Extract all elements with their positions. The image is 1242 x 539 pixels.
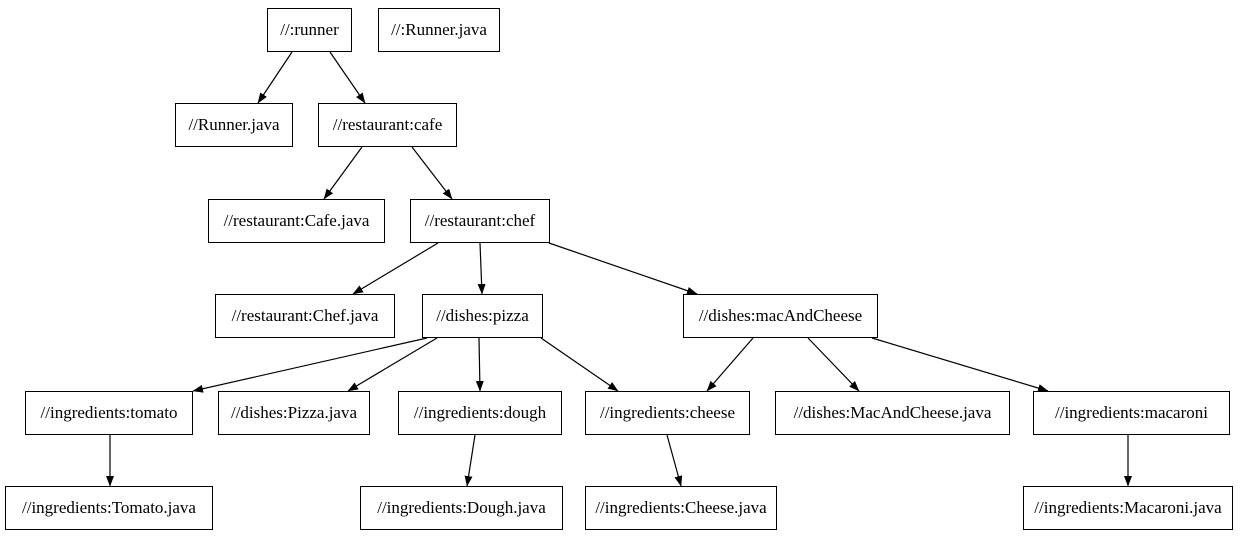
edge-dough-to-dough-java — [464, 434, 476, 487]
node-pizza-java: //dishes:Pizza.java — [218, 391, 370, 435]
node-macaroni-java: //ingredients:Macaroni.java — [1023, 486, 1233, 530]
node-runner-java: //Runner.java — [175, 103, 293, 147]
edge-pizza-to-dough — [475, 337, 484, 392]
node-cheese-java: //ingredients:Cheese.java — [585, 486, 777, 530]
node-runner-java-root: //:Runner.java — [378, 8, 500, 52]
edge-runner-to-cafe — [329, 51, 366, 104]
edge-pizza-to-cheese — [540, 337, 619, 392]
node-chef-java: //restaurant:Chef.java — [215, 294, 395, 338]
node-dough: //ingredients:dough — [398, 391, 562, 435]
node-dough-java: //ingredients:Dough.java — [360, 486, 563, 530]
node-macaroni: //ingredients:macaroni — [1033, 391, 1230, 435]
edge-cafe-to-cafe-java — [323, 146, 363, 200]
edge-runner-to-runner-java — [257, 51, 293, 104]
node-chef: //restaurant:chef — [410, 199, 550, 243]
edge-mac-and-cheese-to-macaroni — [871, 337, 1049, 392]
node-mac-and-cheese-java: //dishes:MacAndCheese.java — [775, 391, 1010, 435]
node-tomato: //ingredients:tomato — [25, 391, 193, 435]
node-cafe: //restaurant:cafe — [318, 103, 457, 147]
edge-mac-and-cheese-to-cheese — [706, 337, 754, 392]
edge-cheese-to-cheese-java — [666, 434, 683, 487]
node-runner: //:runner — [267, 8, 352, 52]
edge-chef-to-chef-java — [352, 242, 439, 295]
edge-chef-to-mac-and-cheese — [548, 242, 698, 295]
node-tomato-java: //ingredients:Tomato.java — [5, 486, 213, 530]
edge-mac-and-cheese-to-mac-and-cheese-java — [807, 337, 860, 392]
edge-cafe-to-chef — [411, 146, 453, 200]
node-pizza: //dishes:pizza — [422, 294, 543, 338]
edge-pizza-to-tomato — [192, 337, 428, 393]
node-cheese: //ingredients:cheese — [585, 391, 750, 435]
node-cafe-java: //restaurant:Cafe.java — [208, 199, 385, 243]
edge-pizza-to-pizza-java — [347, 337, 438, 392]
edge-chef-to-pizza — [477, 242, 486, 295]
node-mac-and-cheese: //dishes:macAndCheese — [683, 294, 878, 338]
